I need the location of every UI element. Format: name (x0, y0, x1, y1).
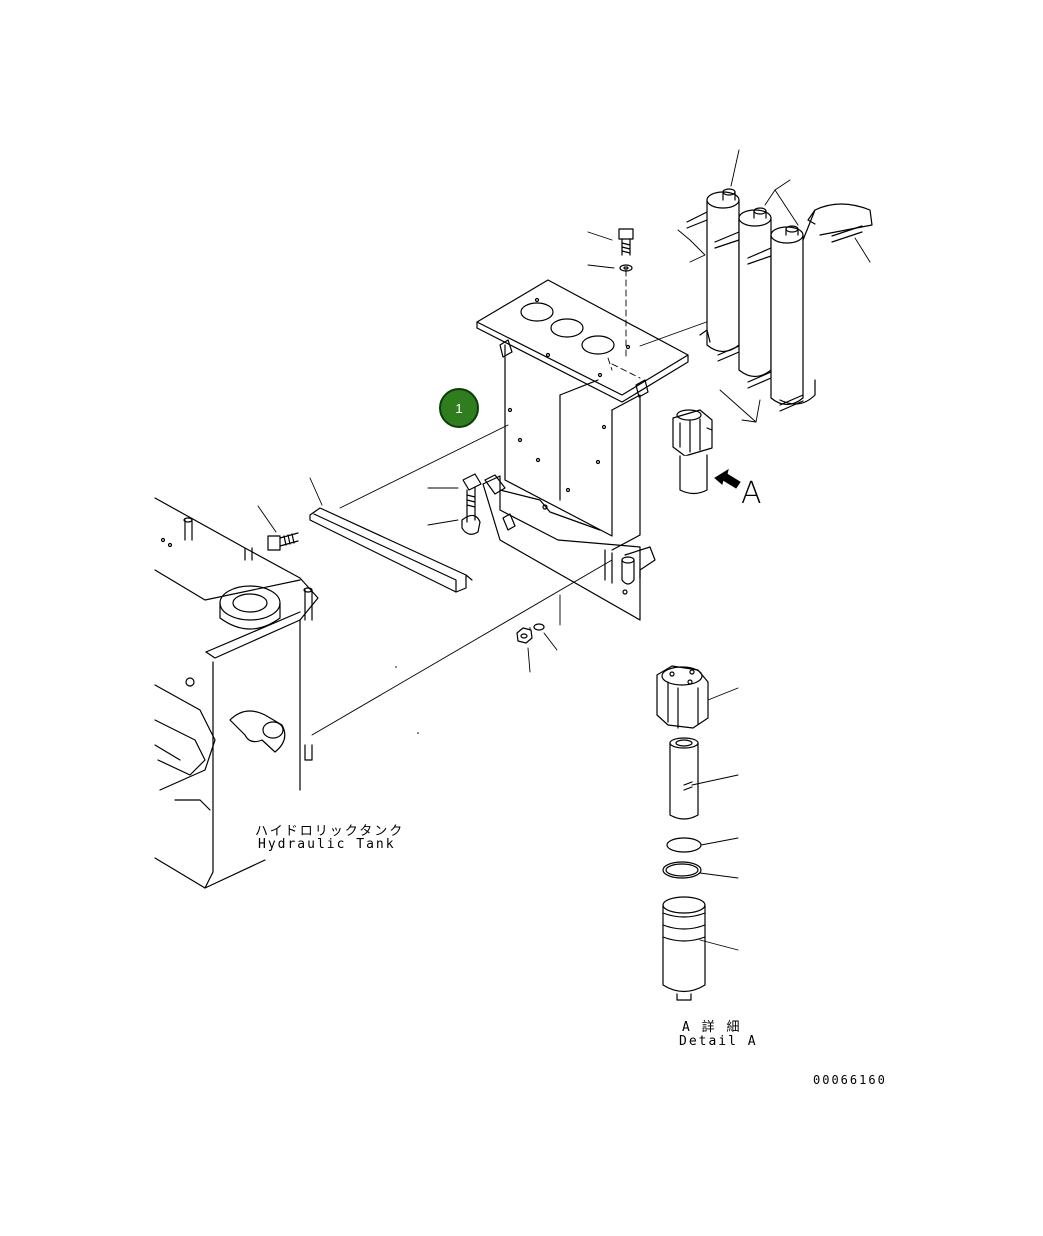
leader-line-filters (639, 319, 713, 347)
slotted-plate (309, 424, 509, 593)
drawing-number: 00066160 (813, 1073, 887, 1087)
side-bolt (257, 505, 299, 551)
tank-label-english: Hydraulic Tank (258, 837, 396, 852)
clamp-bolt (427, 473, 516, 535)
filter-bracket (476, 269, 689, 621)
detail-label-japanese: A 詳 細 (682, 1020, 742, 1035)
part-callout-badge[interactable]: 1 (439, 388, 479, 428)
nut-washer (516, 594, 561, 673)
view-arrow-letter: A (741, 476, 762, 511)
leader-line-tank (311, 559, 613, 736)
view-arrow (714, 468, 741, 489)
detail-label-english: Detail A (679, 1034, 758, 1049)
top-bolt (587, 228, 634, 272)
accumulators (677, 149, 873, 423)
tank-label-japanese: ハイドロリックタンク (255, 824, 405, 839)
part-callout-number: 1 (455, 400, 463, 416)
detail-a-filter (656, 665, 739, 1001)
hydraulic-tank (154, 497, 319, 889)
filter-assembly (672, 409, 713, 495)
